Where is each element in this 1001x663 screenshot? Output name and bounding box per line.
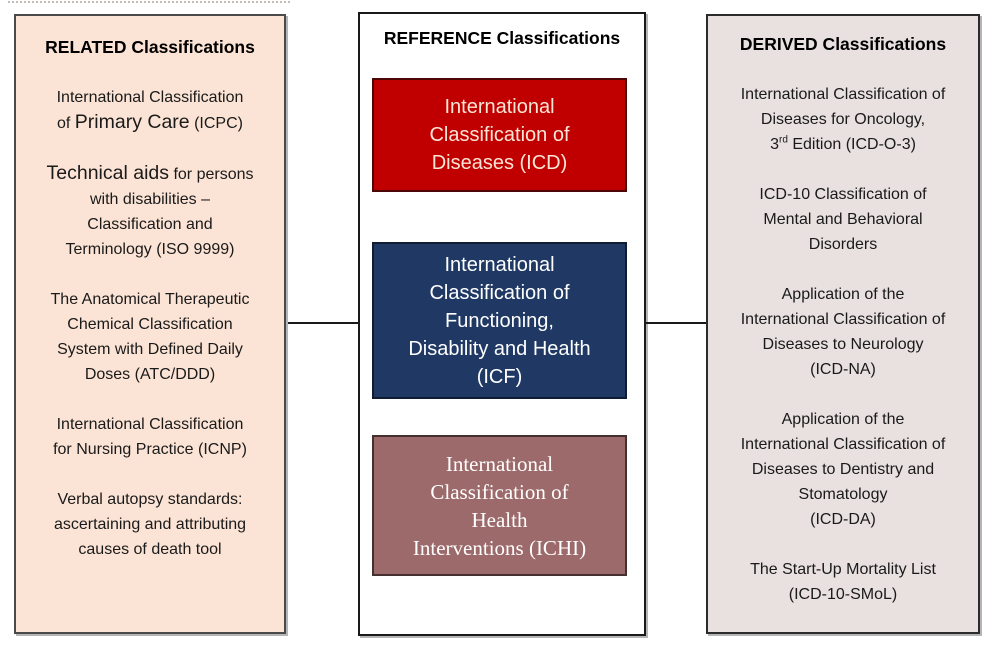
item-text-segment: International Classification of Diseases…: [740, 86, 946, 153]
item-text-segment: for persons with disabilities – Classifi…: [65, 166, 254, 258]
related-items: International Classification of Primary …: [16, 59, 284, 562]
connector-line-right: [646, 322, 706, 324]
related-item-iso9999: Technical aids for persons with disabili…: [22, 161, 278, 262]
derived-column: DERIVED Classifications International Cl…: [706, 14, 980, 634]
derived-items: International Classification of Diseases…: [708, 56, 978, 607]
connector-line-left: [288, 322, 358, 324]
derived-item-icd-10-smol: The Start-Up Mortality List (ICD-10-SMoL…: [750, 561, 936, 603]
item-text-segment: (ICPC): [189, 115, 243, 132]
derived-item-icd-10-mental: ICD-10 Classification of Mental and Beha…: [759, 186, 927, 253]
derived-item-icd-na: Application of the International Classif…: [740, 286, 946, 378]
item-text-large: Primary Care: [74, 111, 190, 133]
reference-title: REFERENCE Classifications: [383, 28, 621, 48]
related-item-atc-ddd: The Anatomical Therapeutic Chemical Clas…: [50, 291, 250, 383]
derived-title: DERIVED Classifications: [739, 34, 947, 54]
related-item-icnp: International Classification for Nursing…: [53, 416, 247, 458]
ichi-box: International Classification of Health I…: [372, 435, 627, 576]
related-item-verbal-autopsy: Verbal autopsy standards: ascertaining a…: [53, 491, 247, 558]
related-title: RELATED Classifications: [45, 37, 255, 57]
derived-item-icd-da: Application of the International Classif…: [740, 411, 946, 528]
ordinal-superscript: rd: [778, 134, 788, 146]
related-column: RELATED Classifications International Cl…: [14, 14, 286, 634]
related-item-icpc: International Classification of Primary …: [22, 85, 278, 136]
derived-item-icd-o-3: International Classification of Diseases…: [714, 82, 972, 157]
stray-dashed-line: [8, 1, 290, 3]
item-text-segment: International Classification of: [56, 89, 244, 132]
item-text-large: Technical aids: [46, 162, 169, 184]
icd-box: International Classification of Diseases…: [372, 78, 627, 192]
item-text-segment: Edition (ICD-O-3): [787, 136, 916, 153]
icf-box: International Classification of Function…: [372, 242, 627, 399]
